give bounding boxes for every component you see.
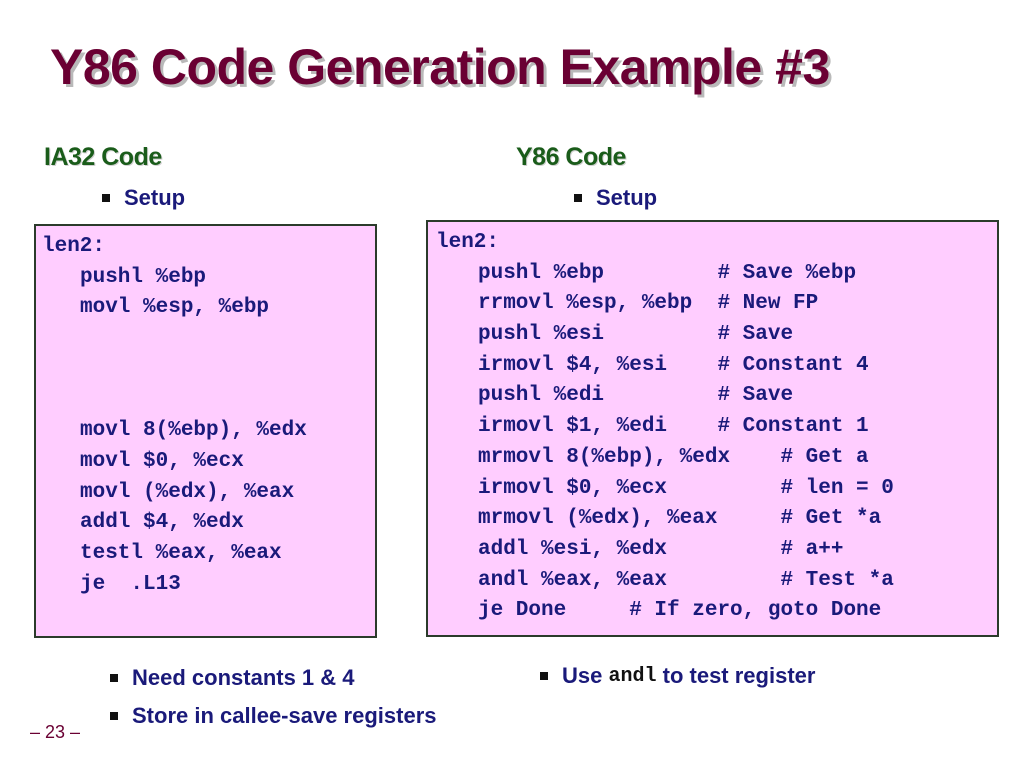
note-andl-code: andl: [608, 664, 657, 688]
y86-code-line: mrmovl (%edx), %eax # Get *a: [478, 507, 882, 531]
ia32-code-heading: IA32 Code: [44, 143, 162, 171]
ia32-code-line: movl 8(%ebp), %edx: [80, 419, 307, 443]
ia32-code-line: [42, 355, 375, 386]
y86-code-line: mrmovl 8(%ebp), %edx # Get a: [478, 445, 869, 469]
ia32-code-line: pushl %ebp: [80, 265, 207, 289]
y86-code-line: irmovl $4, %esi # Constant 4: [478, 353, 869, 377]
bullet-square-icon: [540, 672, 548, 680]
y86-code-line: irmovl $1, %edi # Constant 1: [478, 415, 869, 439]
ia32-code-line: movl (%edx), %eax: [80, 480, 295, 504]
right-setup-label: Setup: [596, 185, 658, 210]
note-callee-save-text: Store in callee-save registers: [132, 703, 437, 728]
y86-code-line: addl %esi, %edx # a++: [478, 537, 844, 561]
ia32-code-line: [42, 385, 375, 416]
ia32-code-line: movl %esp, %ebp: [80, 296, 270, 320]
y86-code-line: rrmovl %esp, %ebp # New FP: [478, 292, 819, 316]
slide-title: Y86 Code Generation Example #3: [50, 39, 830, 95]
note-andl-prefix: Use: [562, 663, 603, 688]
ia32-code-line: je .L13: [80, 572, 181, 596]
y86-code-heading: Y86 Code: [516, 143, 626, 171]
y86-code-line: pushl %edi # Save: [478, 384, 794, 408]
left-setup-bullet: Setup: [102, 185, 185, 211]
ia32-code-line: movl $0, %ecx: [80, 449, 244, 473]
ia32-code-line: addl $4, %edx: [80, 511, 244, 535]
bullet-square-icon: [110, 712, 118, 720]
ia32-code-line: testl %eax, %eax: [80, 541, 282, 565]
note-constants-text: Need constants 1 & 4: [132, 665, 355, 690]
bullet-square-icon: [574, 194, 582, 202]
left-setup-label: Setup: [124, 185, 186, 210]
y86-code-label: len2:: [436, 231, 500, 254]
y86-code-line: pushl %esi # Save: [478, 323, 794, 347]
ia32-code-line: [42, 324, 375, 355]
ia32-code-label: len2:: [42, 235, 106, 258]
y86-code-line: je Done # If zero, goto Done: [478, 599, 882, 623]
page-number: – 23 –: [30, 722, 81, 742]
ia32-code-box: len2: pushl %ebp movl %esp, %ebp movl 8(%eb…: [34, 224, 377, 638]
note-constants-bullet: Need constants 1 & 4: [110, 665, 355, 691]
note-callee-save-bullet: Store in callee-save registers: [110, 703, 437, 729]
bullet-square-icon: [110, 674, 118, 682]
bullet-square-icon: [102, 194, 110, 202]
note-andl-bullet: Use andl to test register: [540, 663, 815, 689]
y86-code-line: pushl %ebp # Save %ebp: [478, 261, 857, 285]
y86-code-box: len2: pushl %ebp # Save %ebp rrmovl %esp, …: [426, 220, 999, 637]
right-setup-bullet: Setup: [574, 185, 657, 211]
y86-code-line: irmovl $0, %ecx # len = 0: [478, 476, 894, 500]
note-andl-suffix: to test register: [662, 663, 816, 688]
y86-code-line: andl %eax, %eax # Test *a: [478, 568, 894, 592]
